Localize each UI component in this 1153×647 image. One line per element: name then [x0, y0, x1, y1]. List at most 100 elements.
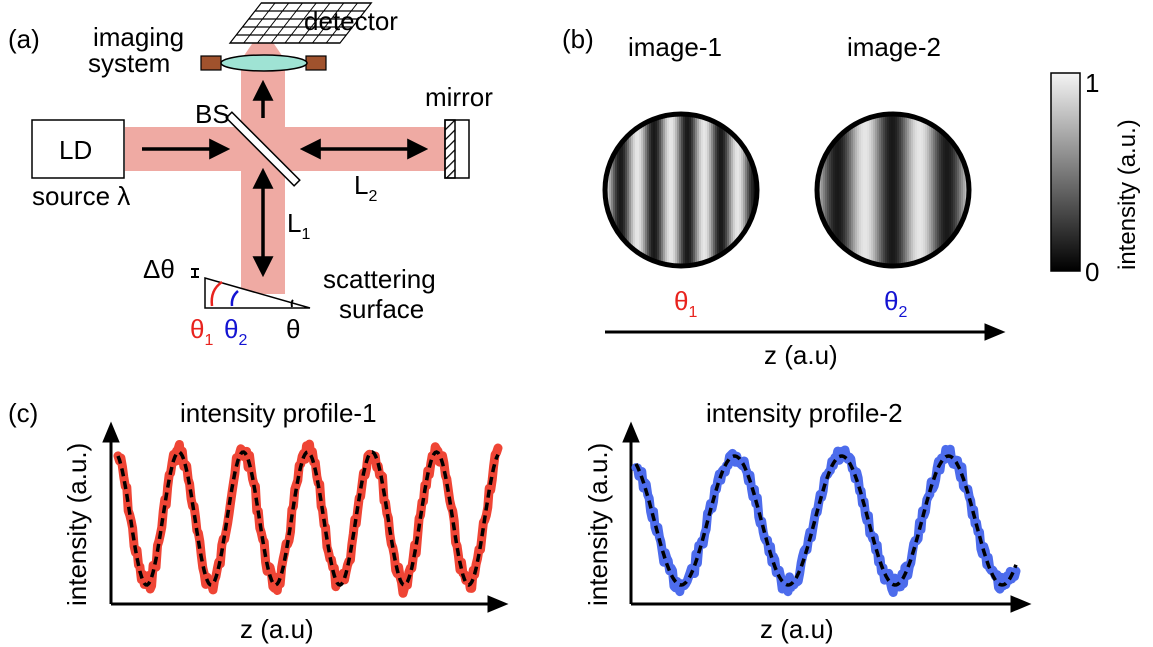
detector-grid — [228, 2, 373, 44]
fringe-column — [851, 114, 854, 266]
profile-1-measured-curve — [113, 439, 503, 598]
fringe-column — [609, 114, 612, 266]
fringe-column — [897, 114, 900, 266]
fringe-column — [839, 114, 842, 266]
profile-2-fit-curve — [634, 454, 1018, 587]
fringe-column — [627, 114, 630, 266]
mirror-hatch — [444, 119, 456, 179]
panel-b-label: (b) — [562, 24, 594, 54]
imaging-lens — [220, 54, 308, 72]
image-2 — [814, 111, 972, 269]
fringe-column — [899, 114, 902, 266]
panel-a-label: (a) — [8, 24, 40, 54]
fringe-column — [667, 114, 670, 266]
fringe-column — [875, 114, 878, 266]
colorbar — [1050, 72, 1081, 272]
fringe-column — [701, 114, 704, 266]
fringe-column — [951, 114, 954, 266]
fringe-column — [633, 114, 636, 266]
fringe-column — [923, 114, 926, 266]
fringe-column — [669, 114, 672, 266]
mirror-label: mirror — [425, 82, 493, 112]
fringe-column — [629, 114, 632, 266]
image-1 — [602, 111, 760, 269]
fringe-column — [697, 114, 700, 266]
fringe-column — [845, 114, 848, 266]
fringe-column — [665, 114, 668, 266]
fringe-column — [917, 114, 920, 266]
fringe-column — [643, 114, 646, 266]
fringe-column — [857, 114, 860, 266]
imaging-system-label-2: system — [88, 48, 170, 78]
fringe-column — [647, 114, 650, 266]
laser-diode-box — [31, 119, 125, 179]
fringe-column — [695, 114, 698, 266]
fringe-column — [841, 114, 844, 266]
fringe-column — [611, 114, 614, 266]
fringe-column — [935, 114, 938, 266]
fringe-column — [745, 114, 748, 266]
fringe-column — [657, 114, 660, 266]
fringe-column — [653, 114, 656, 266]
fringe-column — [675, 114, 678, 266]
fringe-column — [709, 114, 712, 266]
l1-label: L1 — [287, 208, 310, 243]
panel-b: (b) image-1 image-2 θ1 θ2 z (a.u) 1 0 in… — [562, 24, 1141, 370]
profile-2-ylabel: intensity (a.u.) — [583, 443, 613, 606]
fringe-column — [833, 114, 836, 266]
fringe-column — [615, 114, 618, 266]
theta1-label: θ1 — [190, 314, 213, 349]
fringe-column — [847, 114, 850, 266]
fringe-column — [959, 114, 962, 266]
imaging-system-label-1: imaging — [93, 22, 184, 52]
fringe-column — [859, 114, 862, 266]
image-2-title: image-2 — [847, 32, 941, 62]
image-1-theta: θ1 — [674, 286, 697, 321]
fringe-column — [907, 114, 910, 266]
fringe-column — [711, 114, 714, 266]
fringe-column — [719, 114, 722, 266]
fringe-column — [867, 114, 870, 266]
delta-theta-label: Δθ — [143, 254, 175, 284]
fringe-column — [943, 114, 946, 266]
fringe-column — [947, 114, 950, 266]
profile-1-xlabel: z (a.u) — [240, 614, 314, 644]
theta1-arc — [210, 280, 223, 307]
panel-c: (c) intensity profile-1 intensity (a.u.)… — [8, 398, 1032, 644]
profile-2-title: intensity profile-2 — [706, 398, 903, 428]
theta2-arc — [230, 290, 239, 307]
fringe-column — [915, 114, 918, 266]
fringe-column — [707, 114, 710, 266]
l2-label: L2 — [354, 170, 377, 205]
fringe-column — [617, 114, 620, 266]
theta-label: θ — [286, 314, 300, 344]
scattering-label-2: surface — [339, 294, 424, 324]
fringe-column — [881, 114, 884, 266]
fringe-column — [835, 114, 838, 266]
fringe-column — [853, 114, 856, 266]
colorbar-min: 0 — [1085, 257, 1099, 287]
fringe-column — [613, 114, 616, 266]
fringe-column — [945, 114, 948, 266]
fringe-column — [723, 114, 726, 266]
fringe-column — [717, 114, 720, 266]
source-label: source λ — [32, 181, 130, 211]
fringe-column — [713, 114, 716, 266]
fringe-column — [649, 114, 652, 266]
beam-splitter-label: BS — [195, 99, 230, 129]
beam-splitter — [225, 111, 301, 187]
fringe-column — [739, 114, 742, 266]
fringe-column — [861, 114, 864, 266]
colorbar-label: intensity (a.u.) — [1114, 119, 1141, 270]
fringe-column — [729, 114, 732, 266]
fringe-column — [955, 114, 958, 266]
fringe-column — [639, 114, 642, 266]
profile-2-xlabel: z (a.u) — [760, 614, 834, 644]
z-axis-label: z (a.u) — [764, 340, 838, 370]
fringe-column — [655, 114, 658, 266]
fringe-column — [957, 114, 960, 266]
fringe-column — [663, 114, 666, 266]
fringe-column — [747, 114, 750, 266]
fringe-column — [721, 114, 724, 266]
